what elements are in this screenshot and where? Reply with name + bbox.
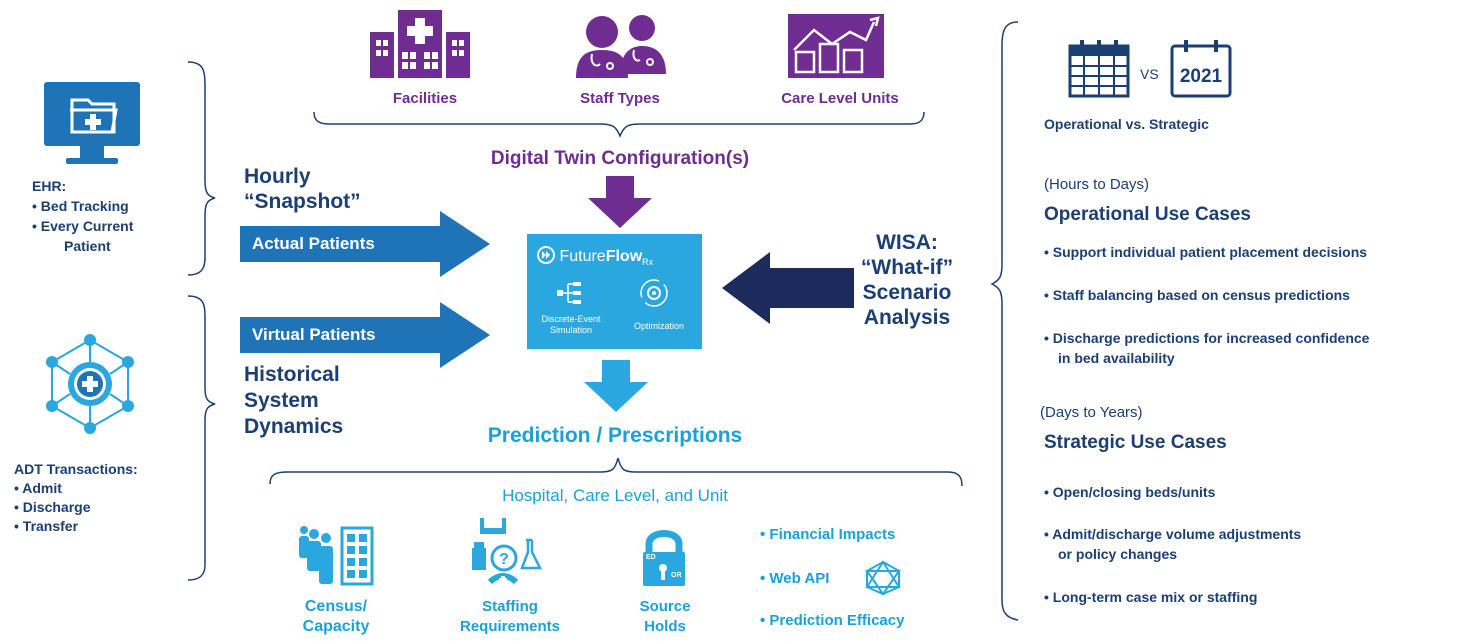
left-brace-bottom xyxy=(187,295,216,581)
hospital-building-icon xyxy=(370,10,470,78)
op-vs-strat-label: Operational vs. Strategic xyxy=(1044,116,1209,132)
source-holds-lock-icon xyxy=(643,530,685,586)
adt-item: • Discharge xyxy=(14,499,91,515)
futureflow-box: FutureFlowRx Discrete-Event Simulation O… xyxy=(527,234,702,349)
svg-text:?: ? xyxy=(499,551,509,568)
virtual-patients-arrow xyxy=(240,302,490,368)
lock-ed-label: ED xyxy=(646,554,656,561)
source-line1: Source xyxy=(639,598,691,615)
wisa-line3: Scenario xyxy=(862,281,952,304)
simulation-flow-icon xyxy=(557,282,581,304)
network-medical-icon xyxy=(46,334,134,434)
top-brace xyxy=(313,111,925,139)
staffing-line2: Requirements xyxy=(459,618,561,635)
des-label: Discrete-Event Simulation xyxy=(529,314,613,336)
op-item: in bed availability xyxy=(1058,350,1175,366)
staffing-line1: Staffing xyxy=(482,598,538,615)
system-line: System xyxy=(244,389,319,412)
days-years-label: (Days to Years) xyxy=(1040,404,1143,421)
staff-doctors-icon xyxy=(576,15,666,78)
prediction-title: Prediction / Prescriptions xyxy=(487,424,743,447)
op-item: • Support individual patient placement d… xyxy=(1044,244,1368,260)
prediction-down-arrow xyxy=(584,360,648,412)
historical-line: Historical xyxy=(244,363,340,386)
strat-item: • Admit/discharge volume adjustments xyxy=(1044,526,1302,542)
adt-item: • Admit xyxy=(14,480,62,496)
hours-days-label: (Hours to Days) xyxy=(1044,176,1150,193)
ehr-item: • Every Current xyxy=(32,218,134,234)
staffing-requirements-label: Staffing Requirements xyxy=(440,597,580,637)
strat-item: or policy changes xyxy=(1058,546,1178,562)
operational-calendar-icon xyxy=(1068,40,1130,98)
adt-title: ADT Transactions: xyxy=(14,461,138,477)
census-line1: Census/ xyxy=(304,598,368,615)
lock-or-label: OR xyxy=(671,572,682,579)
config-title: Digital Twin Configuration(s) xyxy=(490,148,750,169)
wisa-line1: WISA: xyxy=(876,231,938,254)
brand-flow: Flow xyxy=(605,248,643,265)
adt-block: ADT Transactions: • Admit • Discharge • … xyxy=(14,460,138,536)
vs-label: VS xyxy=(1140,66,1159,82)
virtual-patients-label: Virtual Patients xyxy=(252,325,376,344)
ehr-block: EHR: • Bed Tracking • Every Current Pati… xyxy=(32,176,133,256)
care-level-units-label: Care Level Units xyxy=(781,90,899,107)
right-brace xyxy=(990,21,1019,621)
des-line1: Discrete-Event xyxy=(541,314,601,324)
wisa-line2: “What-if” xyxy=(860,256,954,279)
left-brace-top xyxy=(187,61,216,276)
historical-dynamics-label: Historical System Dynamics xyxy=(244,362,343,440)
hospital-levels-label: Hospital, Care Level, and Unit xyxy=(502,486,728,505)
brand-rx: Rx xyxy=(642,257,654,268)
brand-future: Future xyxy=(559,248,606,265)
staffing-requirements-icon: ? xyxy=(472,518,543,585)
year-label: 2021 xyxy=(1179,66,1223,87)
strat-item: • Open/closing beds/units xyxy=(1044,484,1216,500)
care-level-chart-icon xyxy=(788,14,884,78)
bottom-brace xyxy=(269,457,963,487)
ehr-item: • Bed Tracking xyxy=(32,198,129,214)
facilities-label: Facilities xyxy=(392,90,458,107)
graph-network-icon xyxy=(865,560,901,596)
optimization-label: Optimization xyxy=(633,321,685,331)
strat-item: • Long-term case mix or staffing xyxy=(1044,589,1258,605)
fast-forward-icon xyxy=(537,246,555,264)
wisa-label: WISA: “What-if” Scenario Analysis xyxy=(852,230,962,330)
op-item: • Staff balancing based on census predic… xyxy=(1044,287,1350,303)
source-holds-label: Source Holds xyxy=(620,597,710,637)
ehr-item: Patient xyxy=(64,238,111,254)
adt-item: • Transfer xyxy=(14,518,79,534)
census-capacity-icon xyxy=(299,526,374,586)
dynamics-line: Dynamics xyxy=(244,415,344,438)
ehr-computer-icon xyxy=(44,82,140,164)
strat-title: Strategic Use Cases xyxy=(1044,432,1227,453)
web-api-item: • Web API xyxy=(760,570,830,587)
op-title: Operational Use Cases xyxy=(1044,204,1251,225)
optimization-gear-icon xyxy=(640,279,668,307)
wisa-line4: Analysis xyxy=(863,306,951,329)
config-down-arrow xyxy=(588,176,652,228)
wisa-arrow xyxy=(722,252,854,324)
hourly-line: Hourly xyxy=(244,165,311,188)
hourly-snapshot-label: Hourly “Snapshot” xyxy=(244,164,361,214)
staff-types-label: Staff Types xyxy=(580,90,660,107)
op-item: • Discharge predictions for increased co… xyxy=(1044,330,1370,346)
financial-impacts-item: • Financial Impacts xyxy=(760,526,896,543)
ehr-title: EHR: xyxy=(32,178,67,194)
futureflow-logo: FutureFlowRx xyxy=(537,246,697,268)
actual-patients-arrow xyxy=(240,211,490,277)
des-line2: Simulation xyxy=(549,325,593,335)
snapshot-line: “Snapshot” xyxy=(244,190,361,213)
prediction-efficacy-item: • Prediction Efficacy xyxy=(760,612,905,629)
actual-patients-label: Actual Patients xyxy=(252,234,375,253)
source-line2: Holds xyxy=(644,618,686,635)
census-capacity-label: Census/ Capacity xyxy=(268,597,404,637)
strategic-calendar-icon xyxy=(1170,40,1232,98)
census-line2: Capacity xyxy=(302,618,370,635)
